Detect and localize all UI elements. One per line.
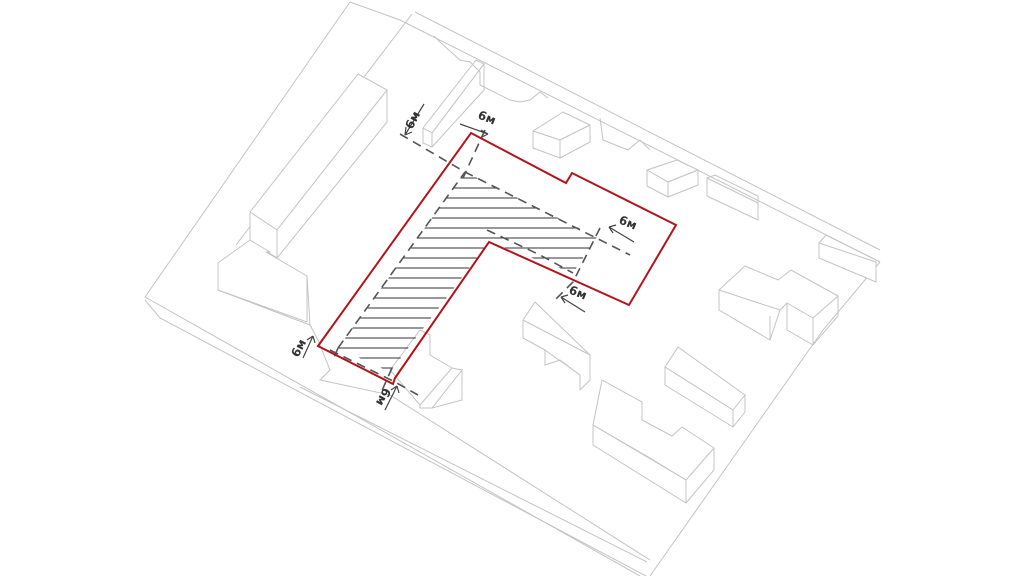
setback-label-west: 6м (288, 337, 309, 360)
setback-label-south-east: 6м (567, 283, 589, 303)
ground-plane (144, 1, 881, 576)
setback-label-north: 6м (476, 108, 498, 128)
buildable-area-hatch (338, 177, 597, 369)
context-buildings (217, 35, 877, 504)
setback-label-east: 6м (617, 213, 639, 233)
site-boundary (316, 131, 678, 386)
dimension-arrows (302, 103, 635, 411)
setback-label-south: 6м (373, 386, 394, 409)
